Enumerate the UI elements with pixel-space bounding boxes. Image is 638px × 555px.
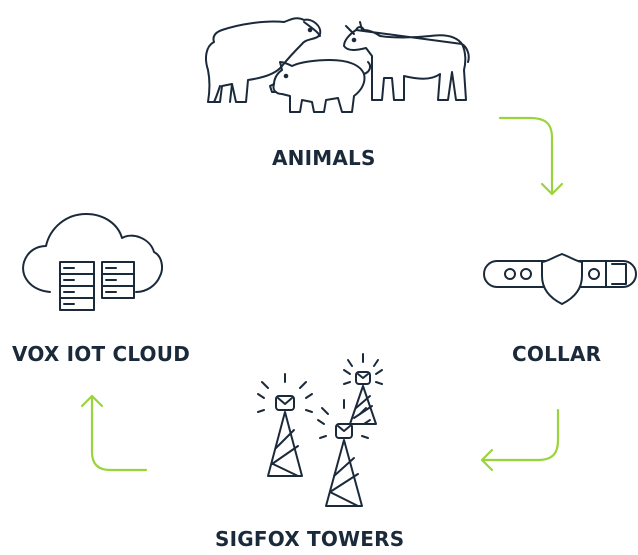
radio-towers-icon	[257, 353, 383, 507]
sheep-icon	[205, 17, 322, 103]
tower-right-icon	[343, 353, 383, 425]
arrow-animals-to-collar	[498, 116, 564, 196]
collar-icon	[483, 253, 637, 305]
arrow-collar-to-towers	[480, 408, 560, 472]
cloud-server-icon	[22, 213, 163, 311]
cow-icon	[343, 21, 470, 101]
pig-icon	[269, 59, 372, 113]
arrow-towers-to-cloud	[80, 394, 148, 472]
animals-label: ANIMALS	[272, 146, 376, 170]
tower-middle-icon	[317, 399, 371, 507]
collar-label: COLLAR	[512, 342, 602, 366]
towers-label: SIGFOX TOWERS	[215, 527, 405, 551]
cloud-label: VOX IOT CLOUD	[12, 342, 191, 366]
farm-animals-icon	[205, 17, 470, 113]
tower-left-icon	[257, 373, 313, 477]
